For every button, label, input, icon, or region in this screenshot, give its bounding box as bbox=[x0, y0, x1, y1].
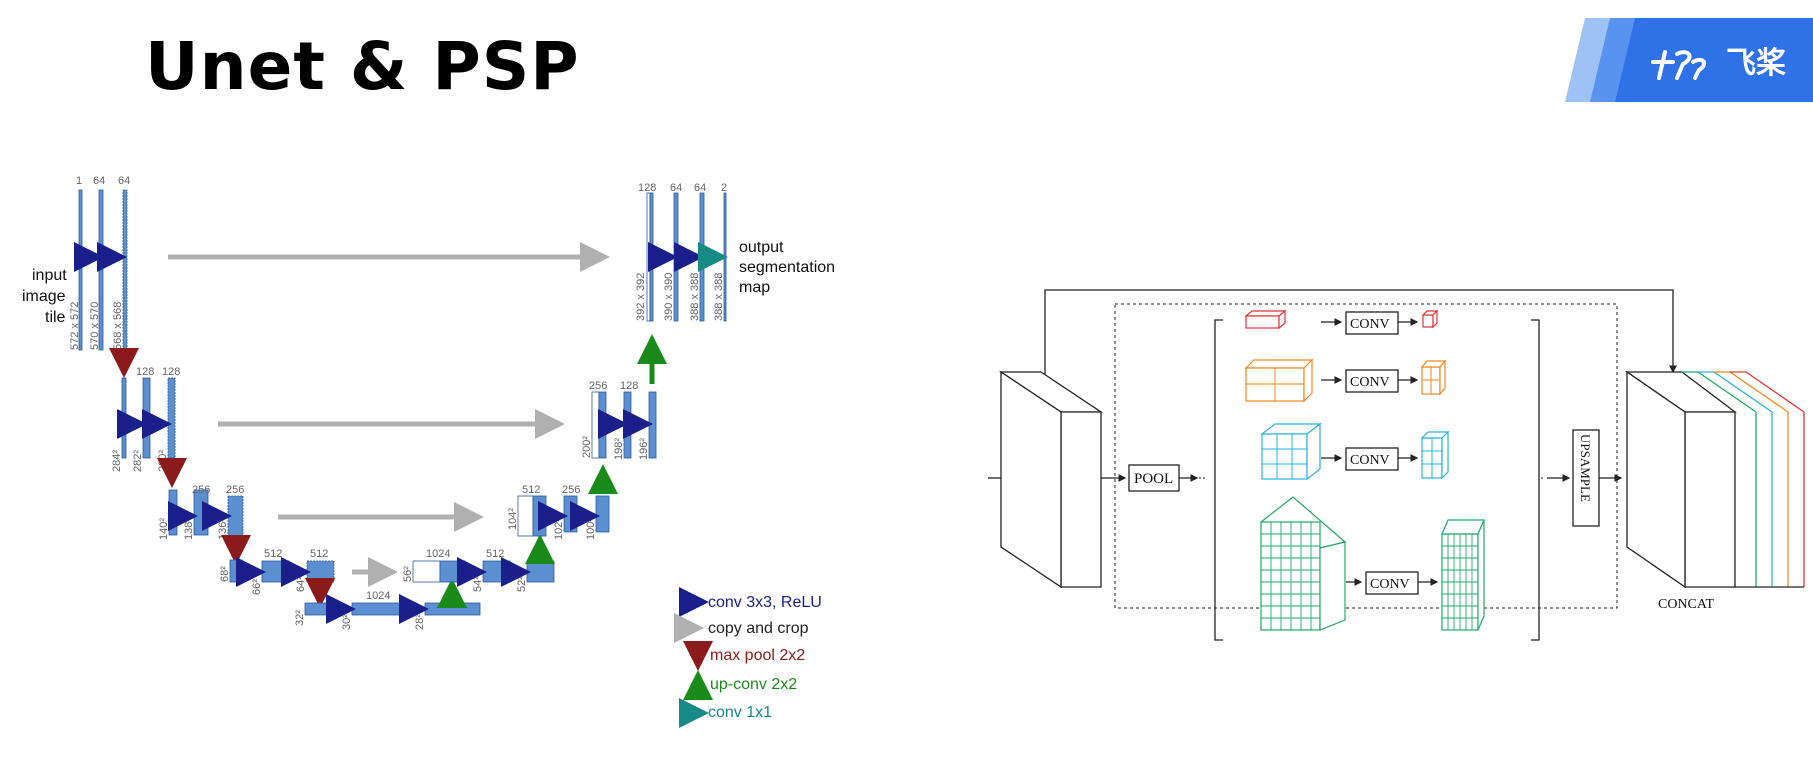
unet-diagram: input image tile 1 64 64 572 x 572 570 x… bbox=[22, 175, 835, 728]
sz-u1a: 392 x 392 bbox=[635, 273, 647, 321]
sz-l4c: 64² bbox=[295, 576, 307, 592]
sz-u2c: 196² bbox=[638, 438, 650, 460]
ch-l5: 1024 bbox=[366, 590, 390, 602]
legend-conv1x1: conv 1x1 bbox=[708, 704, 772, 721]
level-4-decoder: 1024 512 56² 54² 52² bbox=[402, 534, 555, 592]
ch-u3a: 512 bbox=[522, 484, 540, 496]
sz-u1c: 388 x 388 bbox=[689, 273, 701, 321]
sz-u3a: 104² bbox=[507, 508, 519, 530]
conv-label-4: CONV bbox=[1370, 577, 1410, 592]
sz-l2b: 282² bbox=[132, 450, 144, 472]
ch-l1c: 64 bbox=[118, 175, 130, 187]
level-3-decoder: 512 256 104² 102² 100² bbox=[507, 464, 618, 540]
ch-l3b: 256 bbox=[226, 484, 244, 496]
sz-l5c: 28² bbox=[414, 614, 426, 630]
sz-u4a: 56² bbox=[402, 566, 414, 582]
input-feature-map bbox=[998, 370, 1104, 589]
output-label-2: segmentation bbox=[739, 259, 835, 276]
ch-u1c: 64 bbox=[694, 182, 706, 194]
level-2-encoder: 128 128 284² 282² 280² bbox=[111, 366, 565, 488]
sz-u2b: 198² bbox=[613, 438, 625, 460]
pyramid-bin-1: CONV bbox=[1244, 309, 1439, 335]
ch-u2b: 128 bbox=[620, 380, 638, 392]
sz-l3b: 138² bbox=[183, 518, 195, 540]
level-4-encoder: 512 512 68² 66² 64² bbox=[219, 548, 398, 608]
input-label-1: input bbox=[32, 267, 67, 284]
logo-text: 飞桨 bbox=[1726, 46, 1786, 81]
upsample-box bbox=[1572, 429, 1600, 527]
conv-label-2: CONV bbox=[1350, 375, 1390, 390]
level-1-decoder: 128 64 64 2 392 x 392 390 x 390 388 x 38… bbox=[635, 182, 728, 322]
legend-conv: conv 3x3, ReLU bbox=[708, 594, 822, 611]
pool-box bbox=[1128, 464, 1180, 492]
sz-u1d: 388 x 388 bbox=[713, 273, 725, 321]
sz-l1b: 570 x 570 bbox=[89, 302, 101, 350]
ch-u2a: 256 bbox=[589, 380, 607, 392]
ch-u4a: 1024 bbox=[426, 548, 450, 560]
output-label-1: output bbox=[739, 239, 784, 256]
sz-u4b: 54² bbox=[472, 576, 484, 592]
conv-label-1: CONV bbox=[1350, 317, 1390, 332]
output-label-3: map bbox=[739, 279, 770, 296]
legend-copy: copy and crop bbox=[708, 620, 809, 637]
ch-u1d: 2 bbox=[721, 182, 727, 194]
pyramid-bin-3: CONV bbox=[1260, 422, 1450, 481]
sz-l5a: 32² bbox=[294, 610, 306, 626]
conv-box-1 bbox=[1345, 311, 1399, 335]
ch-u3b: 256 bbox=[562, 484, 580, 496]
upsample-label: UPSAMPLE bbox=[1578, 434, 1593, 502]
conv-box-3 bbox=[1345, 447, 1399, 471]
level-5-bottleneck: 1024 32² 30² 28² bbox=[294, 578, 481, 630]
pyramid-bin-4: CONV bbox=[1259, 496, 1485, 631]
psp-diagram: POOL CONV CONV bbox=[988, 289, 1805, 641]
pyramid-bin-2: CONV bbox=[1244, 358, 1447, 403]
ch-l4a: 512 bbox=[264, 548, 282, 560]
sz-u3c: 100² bbox=[585, 518, 597, 540]
sz-u4c: 52² bbox=[516, 576, 528, 592]
legend-pool: max pool 2x2 bbox=[710, 647, 805, 664]
ch-u1a: 128 bbox=[638, 182, 656, 194]
level-2-decoder: 256 128 200² 198² 196² bbox=[581, 334, 667, 460]
sz-l1c: 568 x 568 bbox=[112, 302, 124, 350]
ch-l1a: 1 bbox=[76, 175, 82, 187]
concat-label: CONCAT bbox=[1658, 597, 1714, 612]
sz-l3a: 140² bbox=[158, 518, 170, 540]
paddle-logo-icon bbox=[1651, 50, 1707, 80]
sz-l4b: 66² bbox=[251, 579, 263, 595]
input-label-2: image bbox=[22, 288, 66, 305]
ch-u4b: 512 bbox=[486, 548, 504, 560]
sz-l5b: 30² bbox=[341, 614, 353, 630]
sz-l1a: 572 x 572 bbox=[69, 302, 81, 350]
ch-l3a: 256 bbox=[192, 484, 210, 496]
sz-l4a: 68² bbox=[219, 566, 231, 582]
slide-title: Unet & PSP bbox=[145, 28, 580, 105]
pool-label: POOL bbox=[1134, 471, 1173, 487]
sz-u2a: 200² bbox=[581, 436, 593, 458]
sz-u1b: 390 x 390 bbox=[663, 273, 675, 321]
sz-l2a: 284² bbox=[111, 450, 123, 472]
sz-l2c: 280² bbox=[157, 450, 169, 472]
unet-legend: conv 3x3, ReLU copy and crop max pool 2x… bbox=[674, 587, 822, 728]
ch-l4b: 512 bbox=[310, 548, 328, 560]
sz-l3c: 136² bbox=[217, 518, 229, 540]
legend-upconv: up-conv 2x2 bbox=[710, 676, 797, 693]
ch-l1b: 64 bbox=[93, 175, 105, 187]
conv-box-2 bbox=[1345, 369, 1399, 393]
ch-u1b: 64 bbox=[670, 182, 682, 194]
ch-l2b: 128 bbox=[162, 366, 180, 378]
level-1-encoder: 1 64 64 572 x 572 570 x 570 568 x 568 bbox=[69, 175, 610, 378]
conv-box-4 bbox=[1365, 571, 1419, 595]
logo-banner bbox=[1565, 18, 1813, 102]
conv-label-3: CONV bbox=[1350, 453, 1390, 468]
ch-l2a: 128 bbox=[136, 366, 154, 378]
sz-u3b: 102² bbox=[553, 518, 565, 540]
level-3-encoder: 256 256 140² 138² 136² bbox=[158, 484, 484, 565]
concat-feature-map bbox=[1624, 370, 1805, 589]
input-label-3: tile bbox=[45, 309, 66, 326]
